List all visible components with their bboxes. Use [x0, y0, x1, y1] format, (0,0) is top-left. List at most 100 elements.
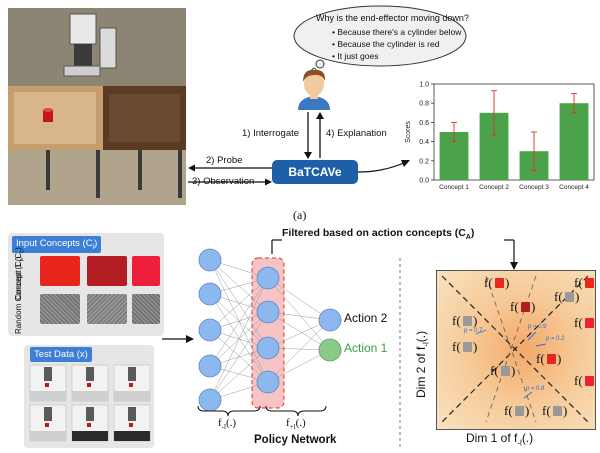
- x-tick-label: Concept 3: [519, 184, 549, 191]
- hidden-neuron-3: [256, 336, 280, 360]
- y-axis-label: Scores: [405, 121, 412, 143]
- point-swatch: [585, 278, 594, 288]
- cav-line-1: [485, 275, 537, 423]
- f-minus-label: f-l(.): [218, 417, 236, 431]
- thumb-gripper: [128, 367, 136, 381]
- probe-observation-arrows: [188, 164, 272, 186]
- test-thumbnail-3: [113, 364, 151, 402]
- concept-point-11: f(): [504, 403, 529, 418]
- thought-option-2: • Because the cylinder is red: [332, 39, 440, 49]
- filter-bracket-arrow: [271, 239, 518, 270]
- filtered-label-text: Filtered based on action concepts (C: [282, 227, 466, 239]
- input-neuron-3: [198, 318, 222, 342]
- connection: [267, 349, 331, 383]
- thumb-cylinder: [87, 383, 91, 387]
- thought-option-1: • Because there's a cylinder below: [332, 27, 462, 37]
- point-close-paren: ): [505, 275, 509, 290]
- action-1-label: Action 1: [344, 341, 388, 355]
- point-f-label: f(: [554, 289, 563, 304]
- y-tick-label: 0.0: [419, 178, 429, 185]
- p-arrow-4: [523, 391, 533, 399]
- thumb-gripper: [44, 367, 52, 381]
- point-swatch: [585, 376, 594, 386]
- input-neuron-4: [198, 354, 222, 378]
- point-close-paren: ): [525, 403, 529, 418]
- f-minus-arg: (.): [225, 417, 237, 429]
- point-swatch: [501, 366, 510, 376]
- connection: [209, 311, 269, 401]
- p-value-label-4: p = 0.8: [526, 386, 545, 392]
- dim1-sub: -l: [517, 438, 522, 448]
- concept-point-9: f(): [490, 363, 515, 378]
- connection: [209, 277, 269, 367]
- concept-point-10: f(): [574, 373, 594, 388]
- test-thumbnail-4: [29, 404, 67, 442]
- robot-scene-image: [8, 8, 186, 205]
- point-swatch: [515, 406, 524, 416]
- point-f-label: f(: [542, 403, 551, 418]
- point-f-label: f(: [536, 351, 545, 366]
- figure-caption-a: (a): [293, 208, 307, 222]
- test-data-title: Test Data (x): [30, 347, 92, 362]
- point-close-paren: ): [575, 289, 579, 304]
- chart-frame: [433, 83, 595, 181]
- test-thumbnail-2: [71, 364, 109, 402]
- concept-swatch-1: [40, 256, 80, 286]
- policy-network-label: Policy Network: [254, 434, 337, 446]
- thought-option-3: • It just goes: [332, 51, 379, 61]
- batcave-box: BaTCAVe: [272, 160, 358, 184]
- connection: [267, 277, 331, 321]
- p-value-label-3: p = 0.2: [546, 336, 565, 342]
- y-tick-label: 0.4: [419, 139, 429, 146]
- f-minus-text: f: [218, 417, 222, 429]
- person-avatar-icon: [294, 64, 334, 110]
- input-concepts-sub: i: [92, 243, 95, 251]
- input-neuron-2: [198, 282, 222, 306]
- hidden-neuron-4: [256, 370, 280, 394]
- concept-point-6: f(): [452, 313, 477, 328]
- f-minus-sub: -l: [221, 423, 226, 432]
- p-arrow-2: [527, 331, 537, 341]
- point-f-label: f(: [484, 275, 493, 290]
- point-close-paren: ): [473, 313, 477, 328]
- input-to-network-arrow: [162, 335, 194, 343]
- bar-4: [559, 103, 589, 180]
- connection: [209, 293, 269, 383]
- concept-point-12: f(): [542, 403, 567, 418]
- dim1-axis-label: Dim 1 of f-l(.): [466, 431, 533, 447]
- connection: [267, 319, 331, 383]
- cav-line-2: [485, 275, 537, 423]
- section-divider: [399, 258, 401, 448]
- input-concepts-title: Input Concepts (Ci): [12, 236, 102, 253]
- point-f-label: f(: [574, 373, 583, 388]
- dim2-axis-label: Dim 2 of f-l(.): [414, 331, 430, 398]
- thought-option-1-text: Because there's a cylinder below: [337, 27, 462, 37]
- thumb-floor: [30, 431, 66, 441]
- observation-label: 3) Observation: [192, 176, 255, 187]
- concept-swatch-2: [87, 256, 127, 286]
- x-tick-label: Concept 4: [559, 184, 589, 191]
- point-swatch: [553, 406, 562, 416]
- connection: [267, 277, 331, 351]
- thumb-cylinder: [87, 423, 91, 427]
- input-concepts-title-text: Input Concepts (C: [16, 238, 93, 249]
- batcave-to-chart-arrow: [357, 160, 410, 173]
- interrogate-label: 1) Interrogate: [242, 128, 300, 139]
- filtered-label-sub: A: [465, 234, 471, 242]
- point-f-label: f(: [574, 275, 583, 290]
- hidden-neuron-1: [256, 266, 280, 290]
- f-plus-text: f: [286, 417, 290, 429]
- y-tick-label: 1.0: [419, 82, 429, 89]
- connection: [267, 311, 331, 351]
- input-neuron-1: [198, 248, 222, 272]
- thumb-gripper: [128, 407, 136, 421]
- concept-point-8: f(): [536, 351, 561, 366]
- p-arrow-3: [535, 343, 547, 347]
- thought-question: Why is the end-effector moving down?: [316, 13, 469, 23]
- point-f-label: f(: [574, 315, 583, 330]
- point-f-label: f(: [452, 339, 461, 354]
- p-arrow-1: [475, 329, 487, 335]
- point-close-paren: ): [531, 299, 535, 314]
- thumb-floor: [114, 431, 150, 441]
- point-close-paren: ): [563, 403, 567, 418]
